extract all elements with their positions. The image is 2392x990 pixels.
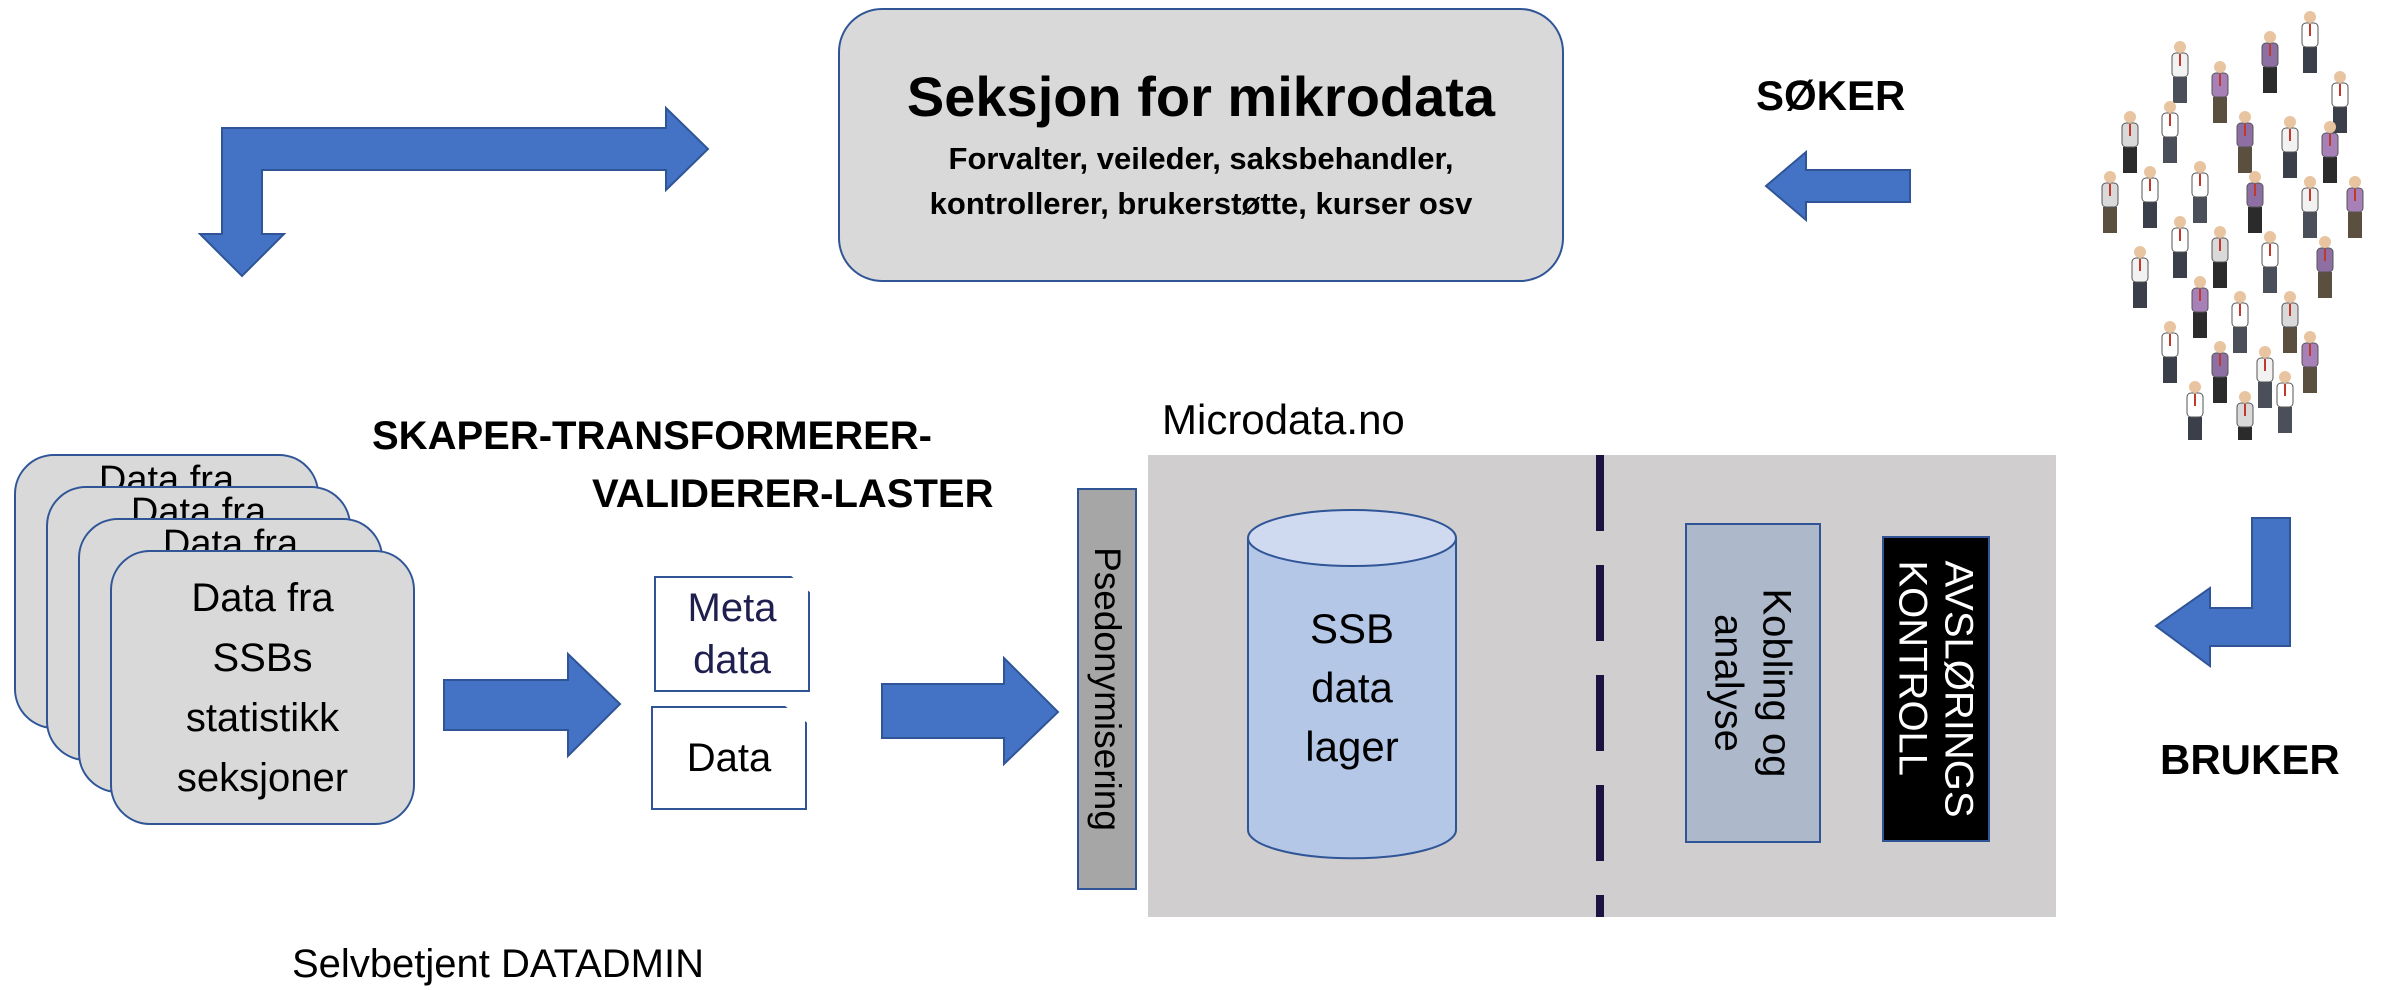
metadata-line-1: Meta (687, 586, 777, 630)
person-figure (2171, 41, 2189, 103)
person-figure (2211, 61, 2229, 123)
person-figure (2191, 276, 2209, 338)
process-heading-line-2: VALIDERER-LASTER (592, 472, 994, 516)
microdata-section-box: Seksjon for mikrodata Forvalter, veilede… (838, 8, 1564, 282)
person-figure (2331, 71, 2349, 133)
person-figure (2141, 166, 2159, 228)
person-figure (2316, 236, 2334, 298)
dashed-divider (1596, 455, 1604, 917)
source-front-line: seksjoner (176, 755, 349, 800)
source-front-line: Data fra (191, 575, 334, 620)
section-description: Forvalter, veileder, saksbehandler, kont… (930, 137, 1473, 227)
person-figure (2301, 11, 2319, 73)
bruker-label: BRUKER (2160, 736, 2340, 783)
person-figure (2121, 111, 2139, 173)
source-front-line: SSBs (212, 635, 313, 680)
person-figure (2301, 176, 2319, 238)
soker-label: SØKER (1756, 72, 1906, 119)
person-figure (2211, 226, 2229, 288)
person-figure (2186, 381, 2204, 440)
person-figure (2321, 121, 2339, 183)
arrow-docs-to-platform (881, 655, 1060, 767)
data-document: Data (651, 706, 807, 810)
kobling-analyse-label: Kobling og analyse (1705, 588, 1801, 777)
person-figure (2131, 246, 2149, 308)
person-figure (2161, 321, 2179, 383)
section-title: Seksjon for mikrodata (906, 65, 1496, 129)
person-figure (2281, 291, 2299, 353)
person-figure (2161, 101, 2179, 163)
avsloringskontroll-label: AVSLØRINGS KONTROLL (1890, 560, 1982, 817)
kobling-line-1: Kobling og (1755, 588, 1800, 778)
people-crowd-icon (2101, 11, 2364, 440)
person-figure (2261, 31, 2279, 93)
database-label: SSB data lager (1246, 600, 1458, 776)
person-figure (2211, 341, 2229, 403)
pseudonymisation-label: Psedonymisering (1087, 547, 1128, 831)
database-label-line: data (1311, 663, 1393, 711)
source-card-front: Data fra SSBs statistikk seksjoner (110, 550, 415, 825)
database-label-line: lager (1305, 722, 1399, 770)
person-figure (2256, 346, 2274, 408)
database-label-line: SSB (1309, 605, 1395, 652)
avs-line-1: AVSLØRINGS (1937, 560, 1982, 818)
person-figure (2236, 391, 2254, 440)
person-figure (2281, 116, 2299, 178)
person-figure (2261, 231, 2279, 293)
person-figure (2231, 291, 2249, 353)
process-heading-line-1: SKAPER-TRANSFORMERER- (372, 414, 932, 458)
source-front-line: statistikk (185, 695, 340, 740)
microdata-label: Microdata.no (1162, 396, 1405, 443)
pseudonymisation-bar: Psedonymisering (1077, 488, 1137, 890)
arrow-sources-to-docs (443, 651, 622, 759)
bent-arrow-right-down (197, 105, 710, 278)
soker-arrow-left (1764, 149, 1911, 223)
data-document-label: Data (686, 735, 772, 780)
avs-line-2: KONTROLL (1891, 560, 1936, 777)
datadmin-label: Selvbetjent DATADMIN (292, 942, 704, 986)
person-figure (2276, 371, 2294, 433)
person-figure (2171, 216, 2189, 278)
section-description-line-2: kontrollerer, brukerstøtte, kurser osv (929, 185, 1473, 221)
metadata-line-2: data (693, 638, 771, 682)
person-figure (2101, 171, 2119, 233)
kobling-line-2: analyse (1707, 614, 1752, 752)
kobling-analyse-box: Kobling og analyse (1685, 523, 1821, 843)
bruker-arrow-down-left (2154, 517, 2291, 668)
ssb-database-cylinder (1247, 509, 1457, 860)
avsloringskontroll-box: AVSLØRINGS KONTROLL (1882, 536, 1990, 842)
person-figure (2346, 176, 2364, 238)
person-figure (2191, 161, 2209, 223)
metadata-document: Meta data (654, 576, 810, 692)
person-figure (2301, 331, 2319, 393)
section-description-line-1: Forvalter, veileder, saksbehandler, (948, 140, 1454, 176)
person-figure (2246, 171, 2264, 233)
person-figure (2236, 111, 2254, 173)
